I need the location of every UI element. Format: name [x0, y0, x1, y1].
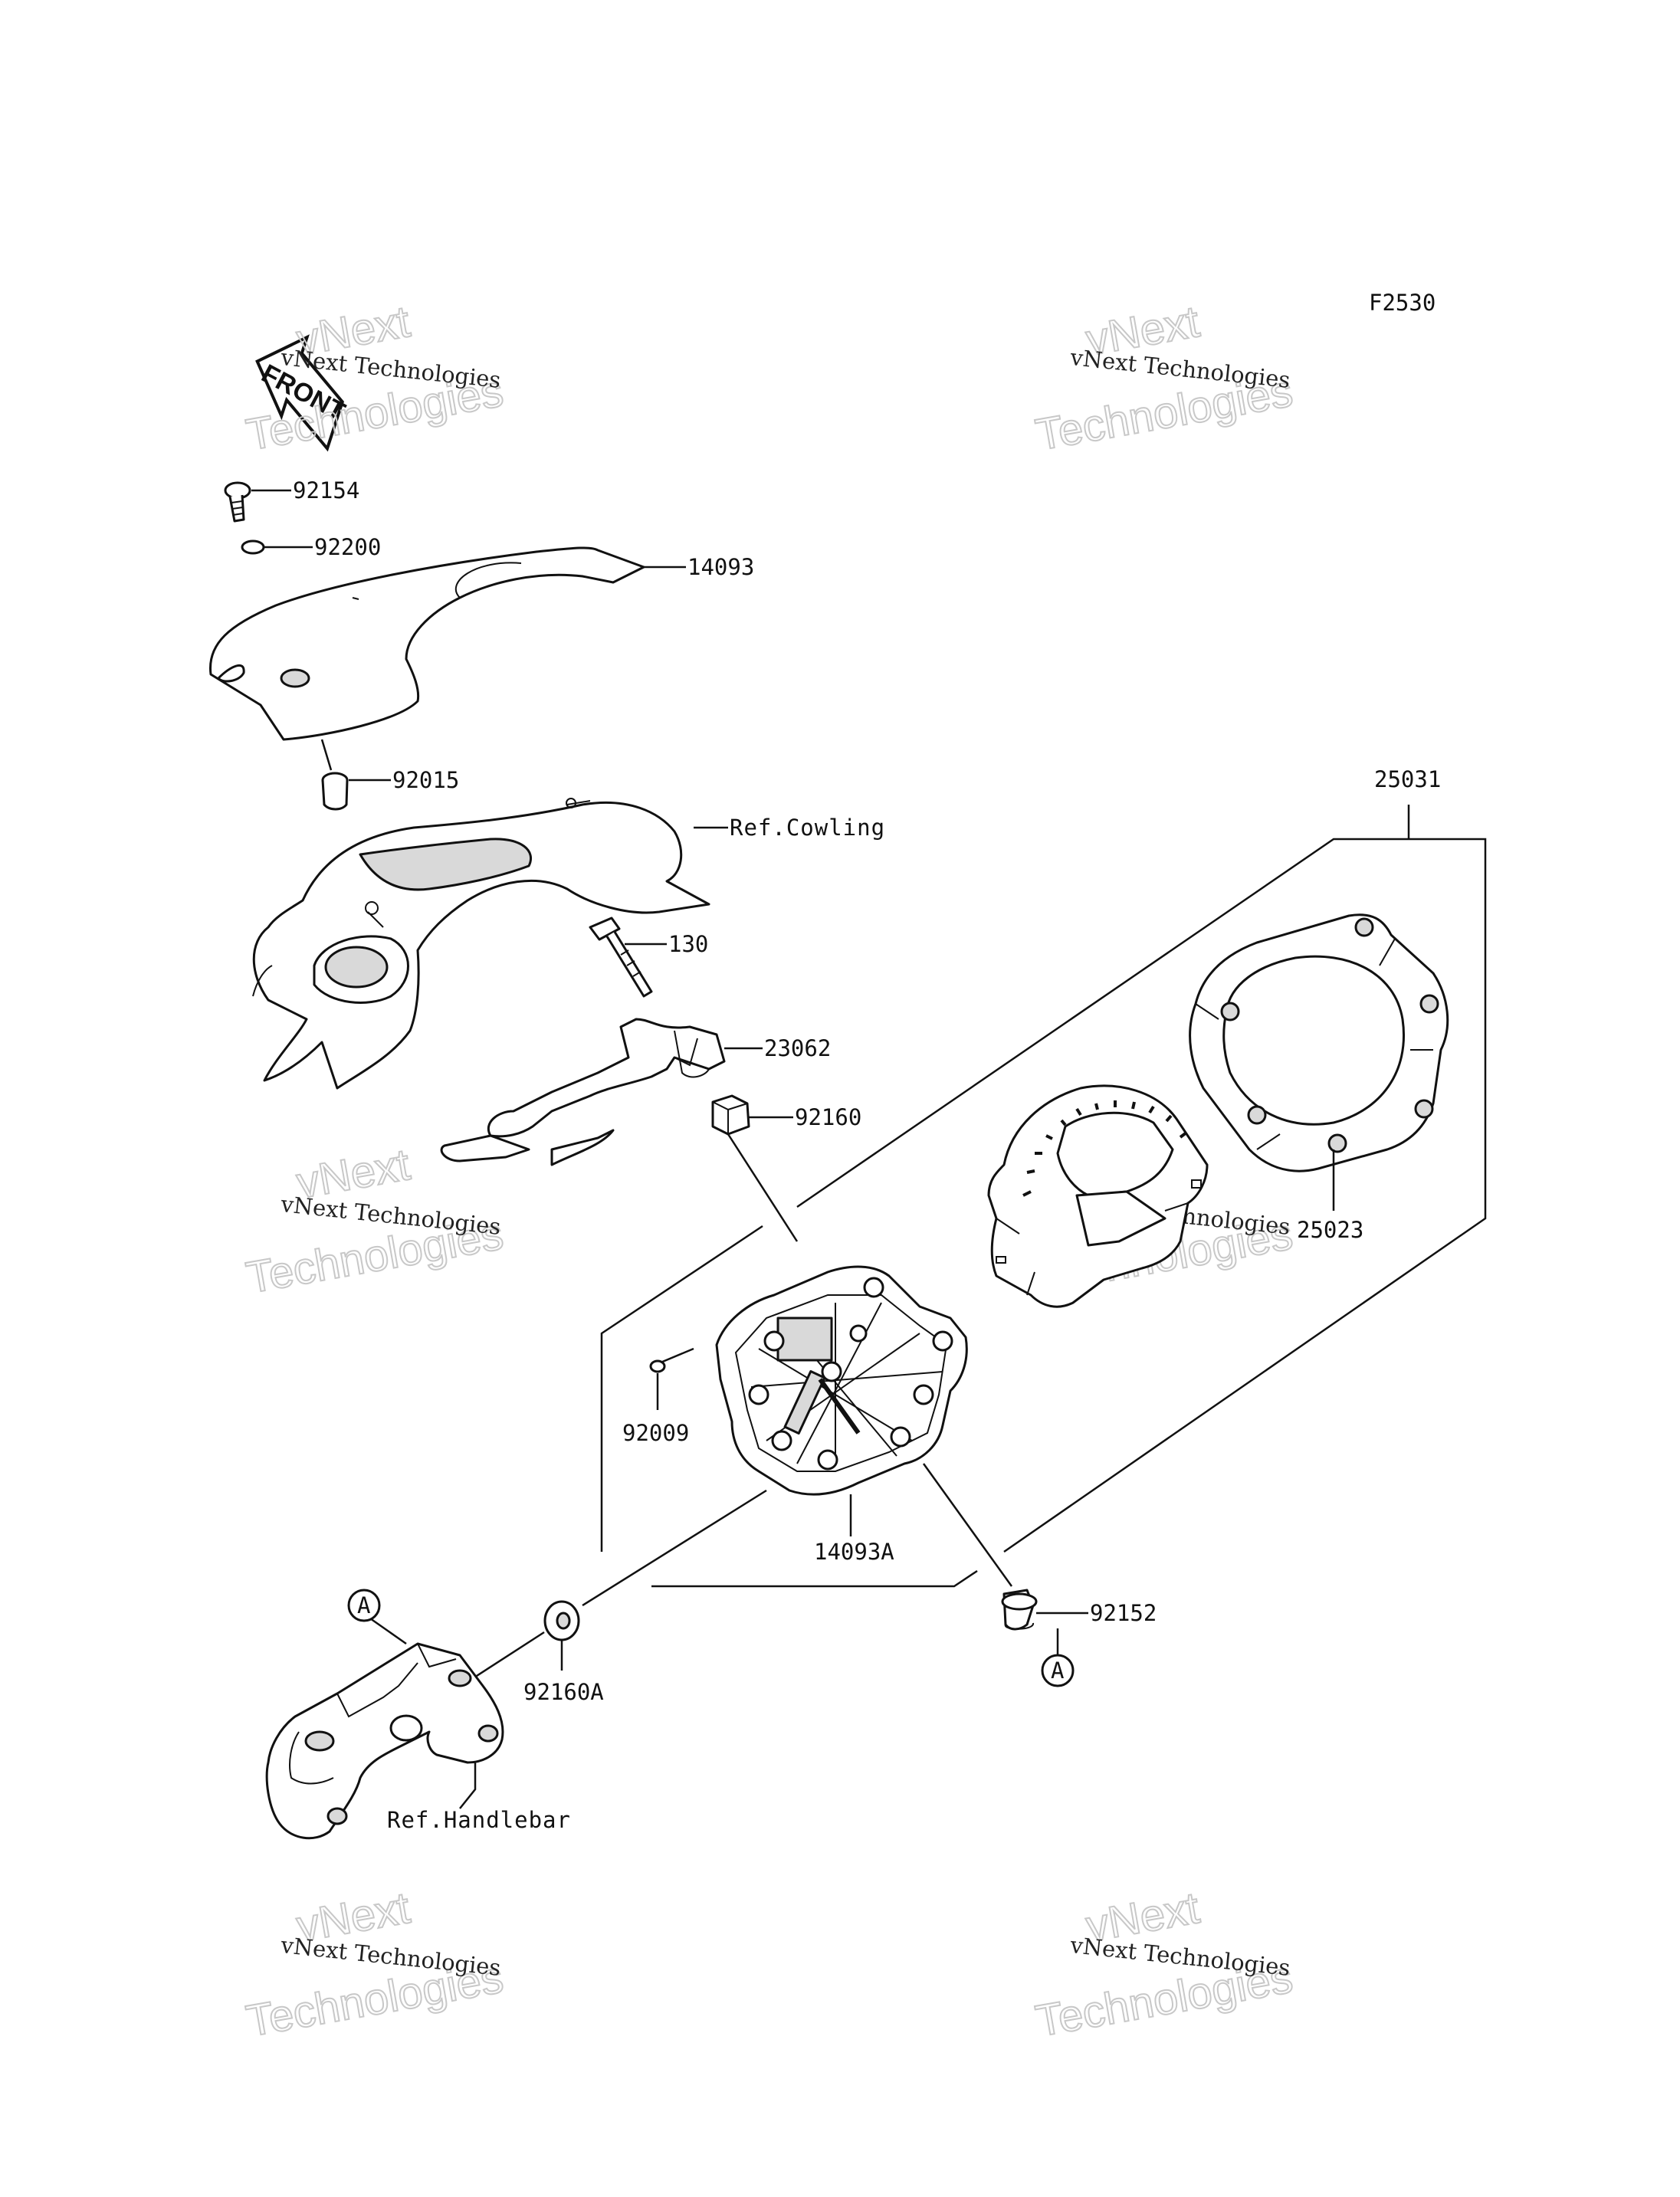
label-25031: 25031	[1374, 766, 1441, 792]
bolt-130-icon	[589, 917, 653, 998]
label-92154: 92154	[293, 477, 359, 503]
bracket-23062	[440, 1018, 726, 1166]
damper-92160-icon	[711, 1094, 750, 1136]
handlebar-holder-ref	[265, 1642, 504, 1840]
meter-cover-25023	[1189, 913, 1449, 1172]
label-cowling: Ref.Cowling	[730, 815, 885, 841]
cowling-ref	[252, 798, 710, 1090]
bolt-92154-icon	[224, 481, 251, 523]
label-92152: 92152	[1090, 1600, 1157, 1626]
collar-92152-icon	[1001, 1589, 1038, 1631]
label-92009: 92009	[622, 1420, 689, 1446]
label-92160: 92160	[795, 1104, 861, 1130]
reference-marker-a2	[1041, 1654, 1075, 1687]
washer-92200-icon	[241, 539, 265, 555]
reference-marker-a1	[347, 1589, 381, 1622]
label-23062: 23062	[764, 1035, 831, 1061]
label-14093: 14093	[687, 554, 754, 580]
meter-unit	[987, 1084, 1209, 1308]
label-14093A: 14093A	[814, 1539, 894, 1565]
label-92200: 92200	[314, 534, 381, 560]
washer-92160A-icon	[543, 1600, 580, 1641]
collar-92015-icon	[321, 772, 349, 811]
label-25023: 25023	[1297, 1217, 1363, 1243]
label-92160A: 92160A	[523, 1679, 604, 1705]
watermark-bottom-right: vNext Technologies vNext Technologies	[1032, 1882, 1298, 2048]
marker-a1-label: A	[357, 1592, 370, 1618]
assembly-bracket-bottom	[651, 1569, 978, 1588]
label-92015: 92015	[392, 767, 459, 793]
meter-case-14093A	[715, 1265, 968, 1496]
watermark-top-right: vNext Technologies vNext Technologies	[1032, 296, 1298, 461]
diagram-code: F2530	[1369, 290, 1436, 316]
upper-cover-14093	[208, 546, 645, 741]
label-handlebar: Ref.Handlebar	[387, 1807, 571, 1833]
watermark-mid-left: vNext Technologies vNext Technologies	[242, 1139, 508, 1304]
assembly-bracket-upper	[796, 838, 1487, 1553]
assembly-bracket-left	[600, 1225, 763, 1552]
label-130: 130	[668, 931, 708, 957]
screw-92009-icon	[649, 1347, 694, 1373]
watermark-bottom-left: vNext Technologies vNext Technologies	[242, 1882, 508, 2048]
marker-a2-label: A	[1051, 1658, 1064, 1684]
